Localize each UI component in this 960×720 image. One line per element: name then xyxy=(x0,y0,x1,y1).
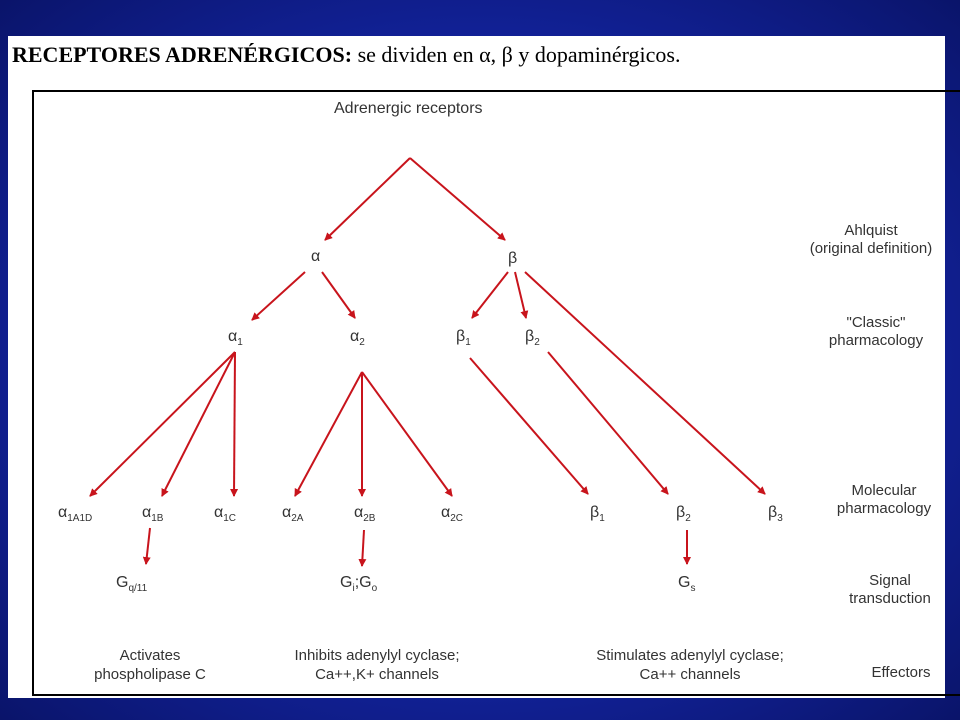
node-beta: β xyxy=(508,250,518,267)
arrow-alpha1-a1a1d xyxy=(89,351,236,497)
arrow-a1b-gq xyxy=(142,527,151,565)
arrow-beta2-mb2 xyxy=(547,351,669,495)
node-alpha1: α1 xyxy=(228,328,243,348)
arrow-beta1-mb1 xyxy=(469,357,589,495)
arrow-root-beta xyxy=(409,157,506,241)
slide-title-bold: RECEPTORES ADRENÉRGICOS: xyxy=(12,42,353,67)
node-gq11: Gq/11 xyxy=(116,574,148,594)
arrow-alpha2-a2a xyxy=(294,371,363,497)
level-molecular: Molecular pharmacology xyxy=(836,482,932,517)
arrow-beta-beta1 xyxy=(471,271,509,319)
effect-activates-plc: Activates phospholipase C xyxy=(94,647,206,683)
slide-title: RECEPTORES ADRENÉRGICOS: se dividen en α… xyxy=(12,42,680,68)
arrow-alpha2-a2c xyxy=(361,371,453,497)
node-alpha1a1d: α1A1D xyxy=(58,504,93,524)
node-mol-beta3: β3 xyxy=(768,504,783,524)
arrow-alpha-alpha1 xyxy=(251,271,306,321)
arrow-alpha1-a1b xyxy=(161,351,236,497)
node-alpha1c: α1C xyxy=(214,504,237,524)
arrow-alpha1-a1c xyxy=(230,351,239,497)
arrow-beta-beta3 xyxy=(524,271,766,495)
node-gi-go: Gi;Go xyxy=(340,574,378,594)
level-effectors: Effectors xyxy=(871,664,931,681)
level-ahlquist: Ahlquist (original definition) xyxy=(809,222,933,257)
figure-frame xyxy=(32,90,960,696)
arrow-beta-beta2 xyxy=(514,271,529,319)
level-signal: Signal transduction xyxy=(849,572,931,607)
arrow-a2b-gi xyxy=(358,529,367,567)
node-mol-beta2: β2 xyxy=(676,504,691,524)
node-adrenergic-receptors: Adrenergic receptors xyxy=(334,100,483,117)
node-alpha2c: α2C xyxy=(441,504,464,524)
node-alpha2b: α2B xyxy=(354,504,376,524)
arrow-root-alpha xyxy=(324,157,411,241)
node-gs: Gs xyxy=(678,574,696,594)
node-beta2: β2 xyxy=(525,328,540,348)
node-alpha2: α2 xyxy=(350,328,365,348)
level-classic: "Classic" pharmacology xyxy=(828,314,924,349)
node-beta1: β1 xyxy=(456,328,471,348)
node-alpha: α xyxy=(311,248,321,265)
slide-title-rest: se dividen en α, β y dopaminérgicos. xyxy=(352,42,681,67)
effect-stimulates-ac: Stimulates adenylyl cyclase; Ca++ channe… xyxy=(596,647,784,683)
effect-inhibits-ac: Inhibits adenylyl cyclase; Ca++,K+ chann… xyxy=(294,647,460,683)
arrow-alpha-alpha2 xyxy=(321,271,356,319)
node-alpha1b: α1B xyxy=(142,504,164,524)
node-mol-beta1: β1 xyxy=(590,504,605,524)
node-alpha2a: α2A xyxy=(282,504,304,524)
